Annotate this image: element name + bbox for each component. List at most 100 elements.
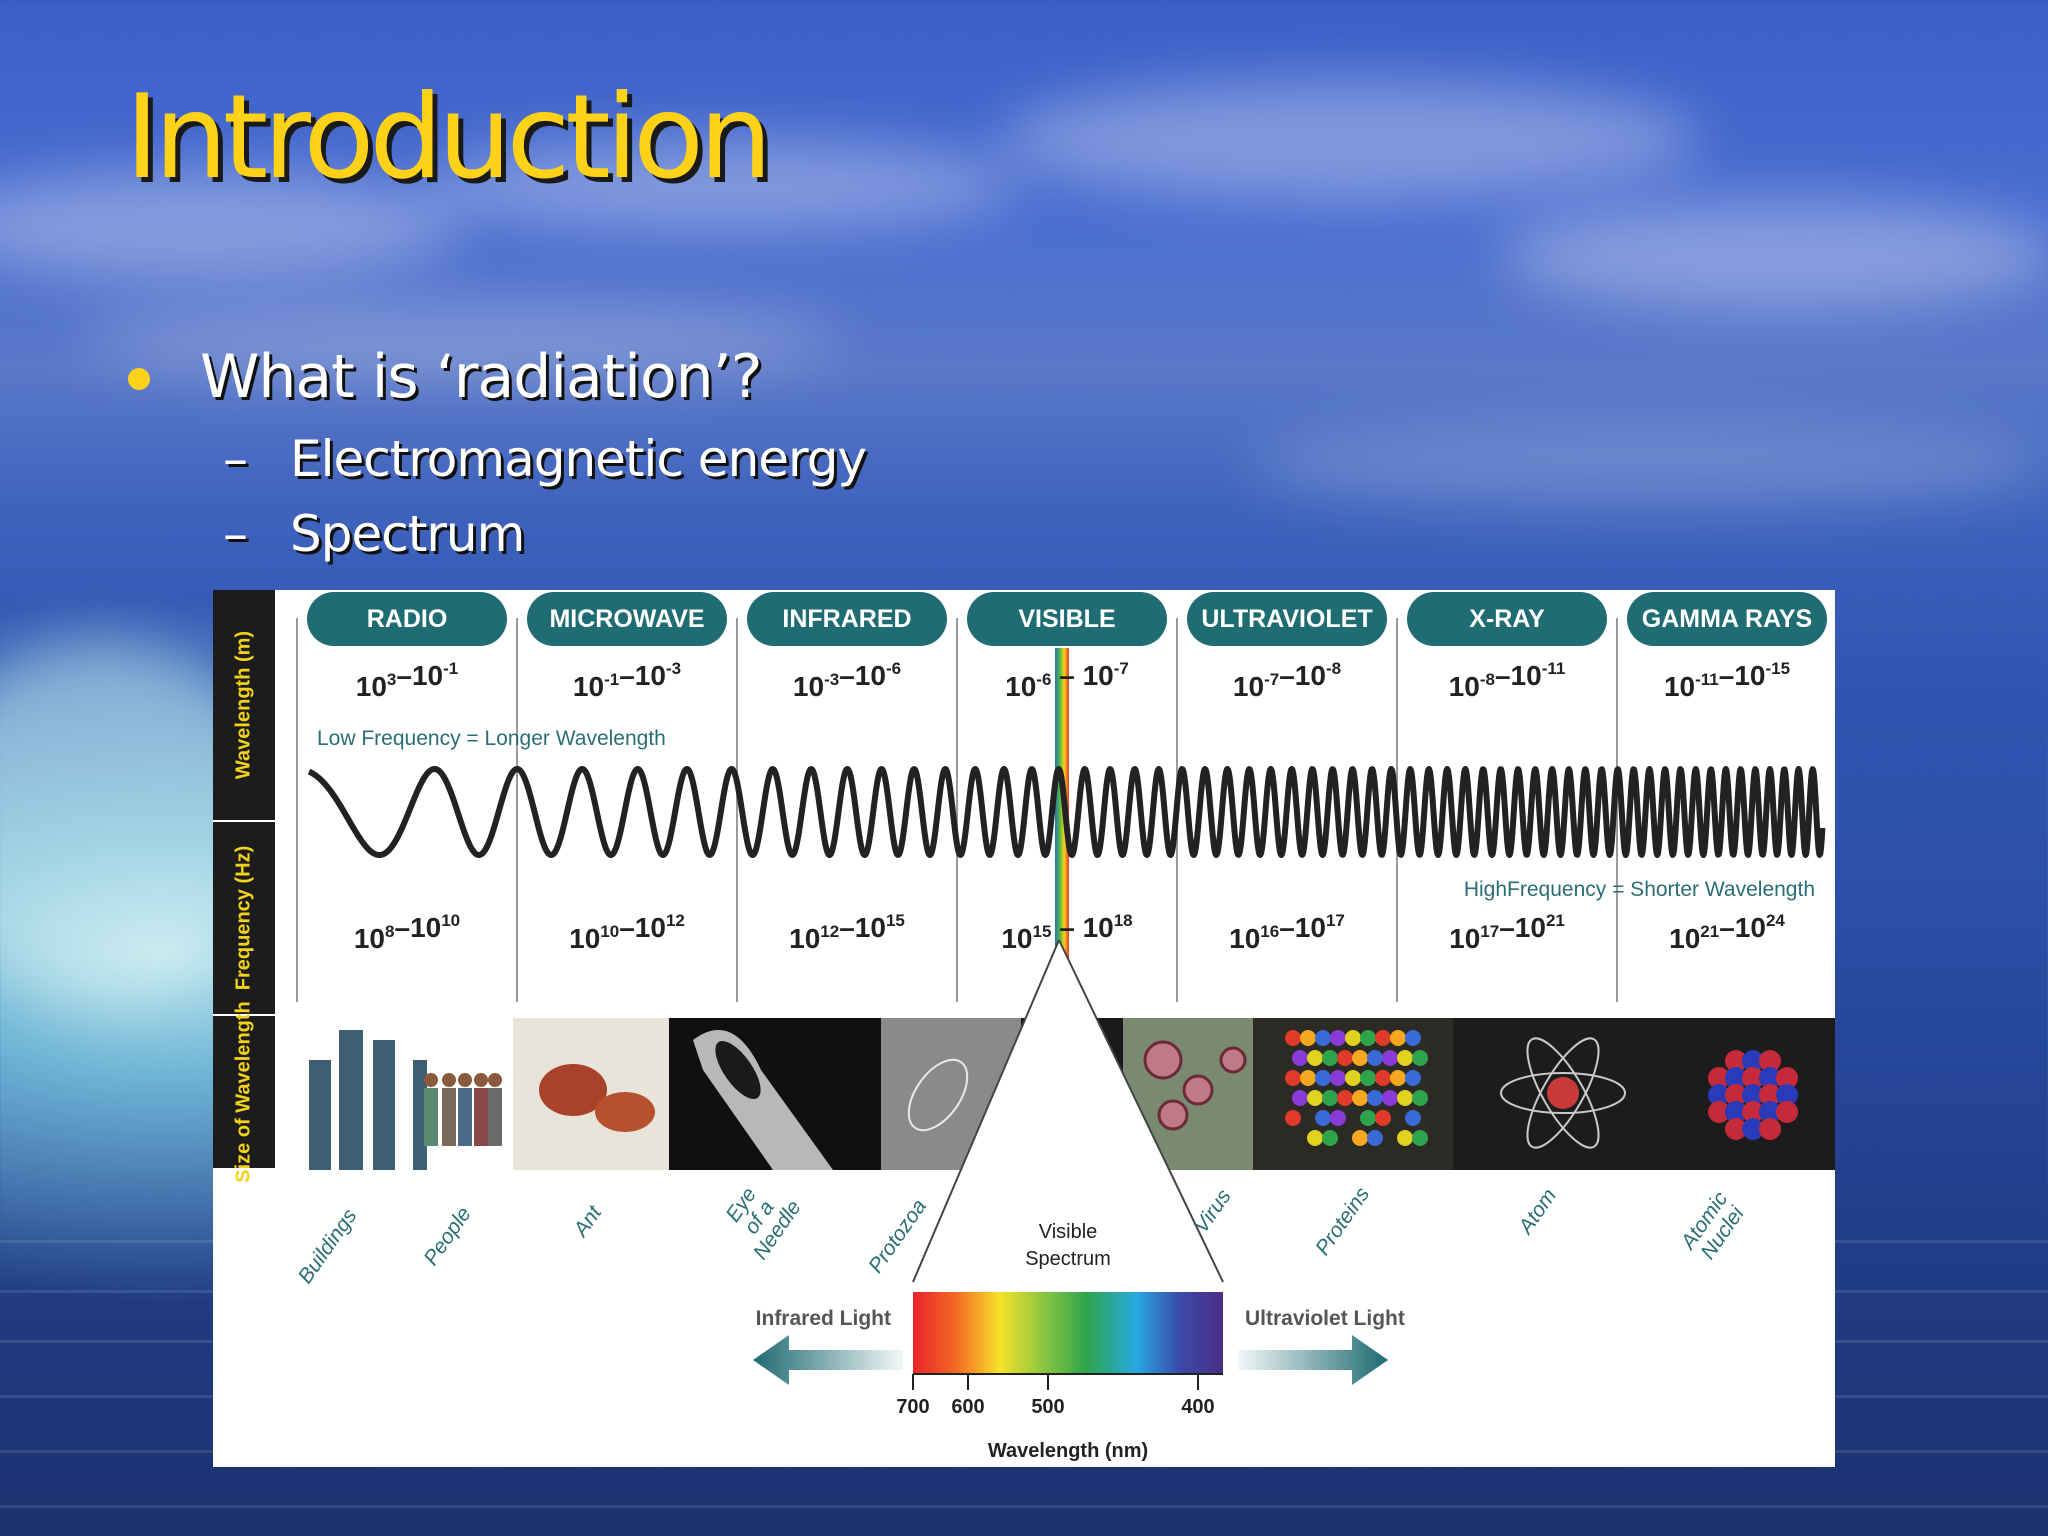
nucleon-icon xyxy=(1742,1101,1764,1123)
protein-atom-icon xyxy=(1307,1130,1323,1146)
wavelength-axis-label: Wavelength (nm) xyxy=(988,1440,1148,1462)
protein-atom-icon xyxy=(1322,1090,1338,1106)
nucleon-icon xyxy=(1742,1067,1764,1089)
band-name: GAMMA RAYS xyxy=(1642,605,1812,633)
protein-atom-icon xyxy=(1330,1110,1346,1126)
nucleon-icon xyxy=(1759,1067,1781,1089)
protein-atom-icon xyxy=(1345,1030,1361,1046)
nucleon-icon xyxy=(1742,1084,1764,1106)
protein-atom-icon xyxy=(1412,1050,1428,1066)
protein-atom-icon xyxy=(1315,1030,1331,1046)
size-label: Ant xyxy=(568,1201,607,1243)
dash-icon: – xyxy=(223,505,248,563)
person-body-icon xyxy=(474,1088,488,1146)
bullet-item: What is ‘radiation’? xyxy=(128,342,763,412)
em-spectrum-figure: Wavelength (m)Frequency (Hz)Size of Wave… xyxy=(213,590,1835,1467)
atom-orbit-icon xyxy=(1526,1037,1600,1149)
frequency-range: 108–1010 xyxy=(354,911,460,954)
protein-atom-icon xyxy=(1390,1070,1406,1086)
protein-atom-icon xyxy=(1315,1070,1331,1086)
band-name: MICROWAVE xyxy=(549,605,704,633)
wavelength-range: 103–10-1 xyxy=(356,659,458,702)
sub-bullet-item: – Spectrum xyxy=(223,505,525,563)
infrared-arrow-icon xyxy=(753,1335,903,1385)
protein-atom-icon xyxy=(1322,1130,1338,1146)
protein-atom-icon xyxy=(1337,1050,1353,1066)
bullet-dot-icon xyxy=(128,368,150,390)
person-body-icon xyxy=(424,1088,438,1146)
protein-atom-icon xyxy=(1367,1090,1383,1106)
protein-atom-icon xyxy=(1390,1030,1406,1046)
protein-atom-icon xyxy=(1397,1090,1413,1106)
protein-atom-icon xyxy=(1375,1030,1391,1046)
infrared-light-label: Infrared Light xyxy=(756,1307,891,1330)
atom-nucleus-icon xyxy=(1547,1077,1579,1109)
protein-atom-icon xyxy=(1322,1050,1338,1066)
high-frequency-note: HighFrequency = Shorter Wavelength xyxy=(1464,878,1815,901)
protein-atom-icon xyxy=(1330,1070,1346,1086)
protein-atom-icon xyxy=(1367,1130,1383,1146)
ant-head-icon xyxy=(539,1064,607,1116)
side-label-bar xyxy=(213,822,275,1014)
sub-bullet-item: – Electromagnetic energy xyxy=(223,430,867,488)
protein-atom-icon xyxy=(1382,1090,1398,1106)
band-header-pill xyxy=(307,592,507,646)
frequency-range: 1017–1021 xyxy=(1449,911,1565,954)
protein-atom-icon xyxy=(1412,1090,1428,1106)
protein-atom-icon xyxy=(1405,1110,1421,1126)
protein-atom-icon xyxy=(1360,1070,1376,1086)
protein-atom-icon xyxy=(1315,1110,1331,1126)
wavelength-tick-label: 400 xyxy=(1181,1396,1214,1418)
nucleon-icon xyxy=(1742,1118,1764,1140)
visible-spectrum-label: Visible xyxy=(1039,1221,1098,1243)
virus-particle-icon xyxy=(1157,1099,1189,1131)
atom-orbit-icon xyxy=(1500,1072,1626,1114)
visible-spectrum-label: Spectrum xyxy=(1025,1248,1111,1270)
person-head-icon xyxy=(424,1073,438,1087)
nucleon-icon xyxy=(1742,1050,1764,1072)
protein-atom-icon xyxy=(1292,1050,1308,1066)
band-header-pill xyxy=(747,592,947,646)
nucleon-icon xyxy=(1776,1084,1798,1106)
band-name: VISIBLE xyxy=(1018,605,1115,633)
protein-atom-icon xyxy=(1345,1070,1361,1086)
protein-atom-icon xyxy=(1405,1070,1421,1086)
low-frequency-note: Low Frequency = Longer Wavelength xyxy=(317,727,666,750)
side-label: Frequency (Hz) xyxy=(232,846,254,990)
person-head-icon xyxy=(442,1073,456,1087)
building-icon xyxy=(309,1060,331,1170)
side-label-bar xyxy=(213,1016,275,1168)
size-label: Proteins xyxy=(1311,1183,1374,1260)
visible-spectrum-bar xyxy=(913,1292,1223,1374)
wavelength-tick-label: 600 xyxy=(951,1396,984,1418)
building-icon xyxy=(413,1060,427,1170)
wavelength-range: 10-3–10-6 xyxy=(793,659,901,702)
band-header-pill xyxy=(1407,592,1607,646)
band-name: RADIO xyxy=(367,605,448,633)
virus-particle-icon xyxy=(1182,1074,1214,1106)
needle-hole-icon xyxy=(715,1041,761,1099)
frequency-range: 1010–1012 xyxy=(569,911,685,954)
wavelength-range: 10-8–10-11 xyxy=(1449,659,1566,702)
size-label: People xyxy=(420,1203,476,1270)
ant-body-icon xyxy=(595,1092,655,1132)
protein-atom-icon xyxy=(1360,1110,1376,1126)
band-name: INFRARED xyxy=(782,605,911,633)
virus-particle-icon xyxy=(1143,1040,1183,1080)
protein-atom-icon xyxy=(1375,1110,1391,1126)
frequency-range: 1016–1017 xyxy=(1229,911,1345,954)
protein-atom-icon xyxy=(1285,1110,1301,1126)
person-body-icon xyxy=(442,1088,456,1146)
protein-atom-icon xyxy=(1397,1050,1413,1066)
nucleon-icon xyxy=(1725,1118,1747,1140)
band-header-pill xyxy=(527,592,727,646)
atom-orbit-icon xyxy=(1526,1037,1600,1149)
protein-atom-icon xyxy=(1382,1050,1398,1066)
protein-atom-icon xyxy=(1405,1030,1421,1046)
cone-edge-right xyxy=(1058,939,1224,1283)
nucleon-icon xyxy=(1725,1050,1747,1072)
protein-atom-icon xyxy=(1300,1030,1316,1046)
nucleon-icon xyxy=(1725,1067,1747,1089)
protein-atom-icon xyxy=(1307,1050,1323,1066)
nucleon-icon xyxy=(1776,1067,1798,1089)
